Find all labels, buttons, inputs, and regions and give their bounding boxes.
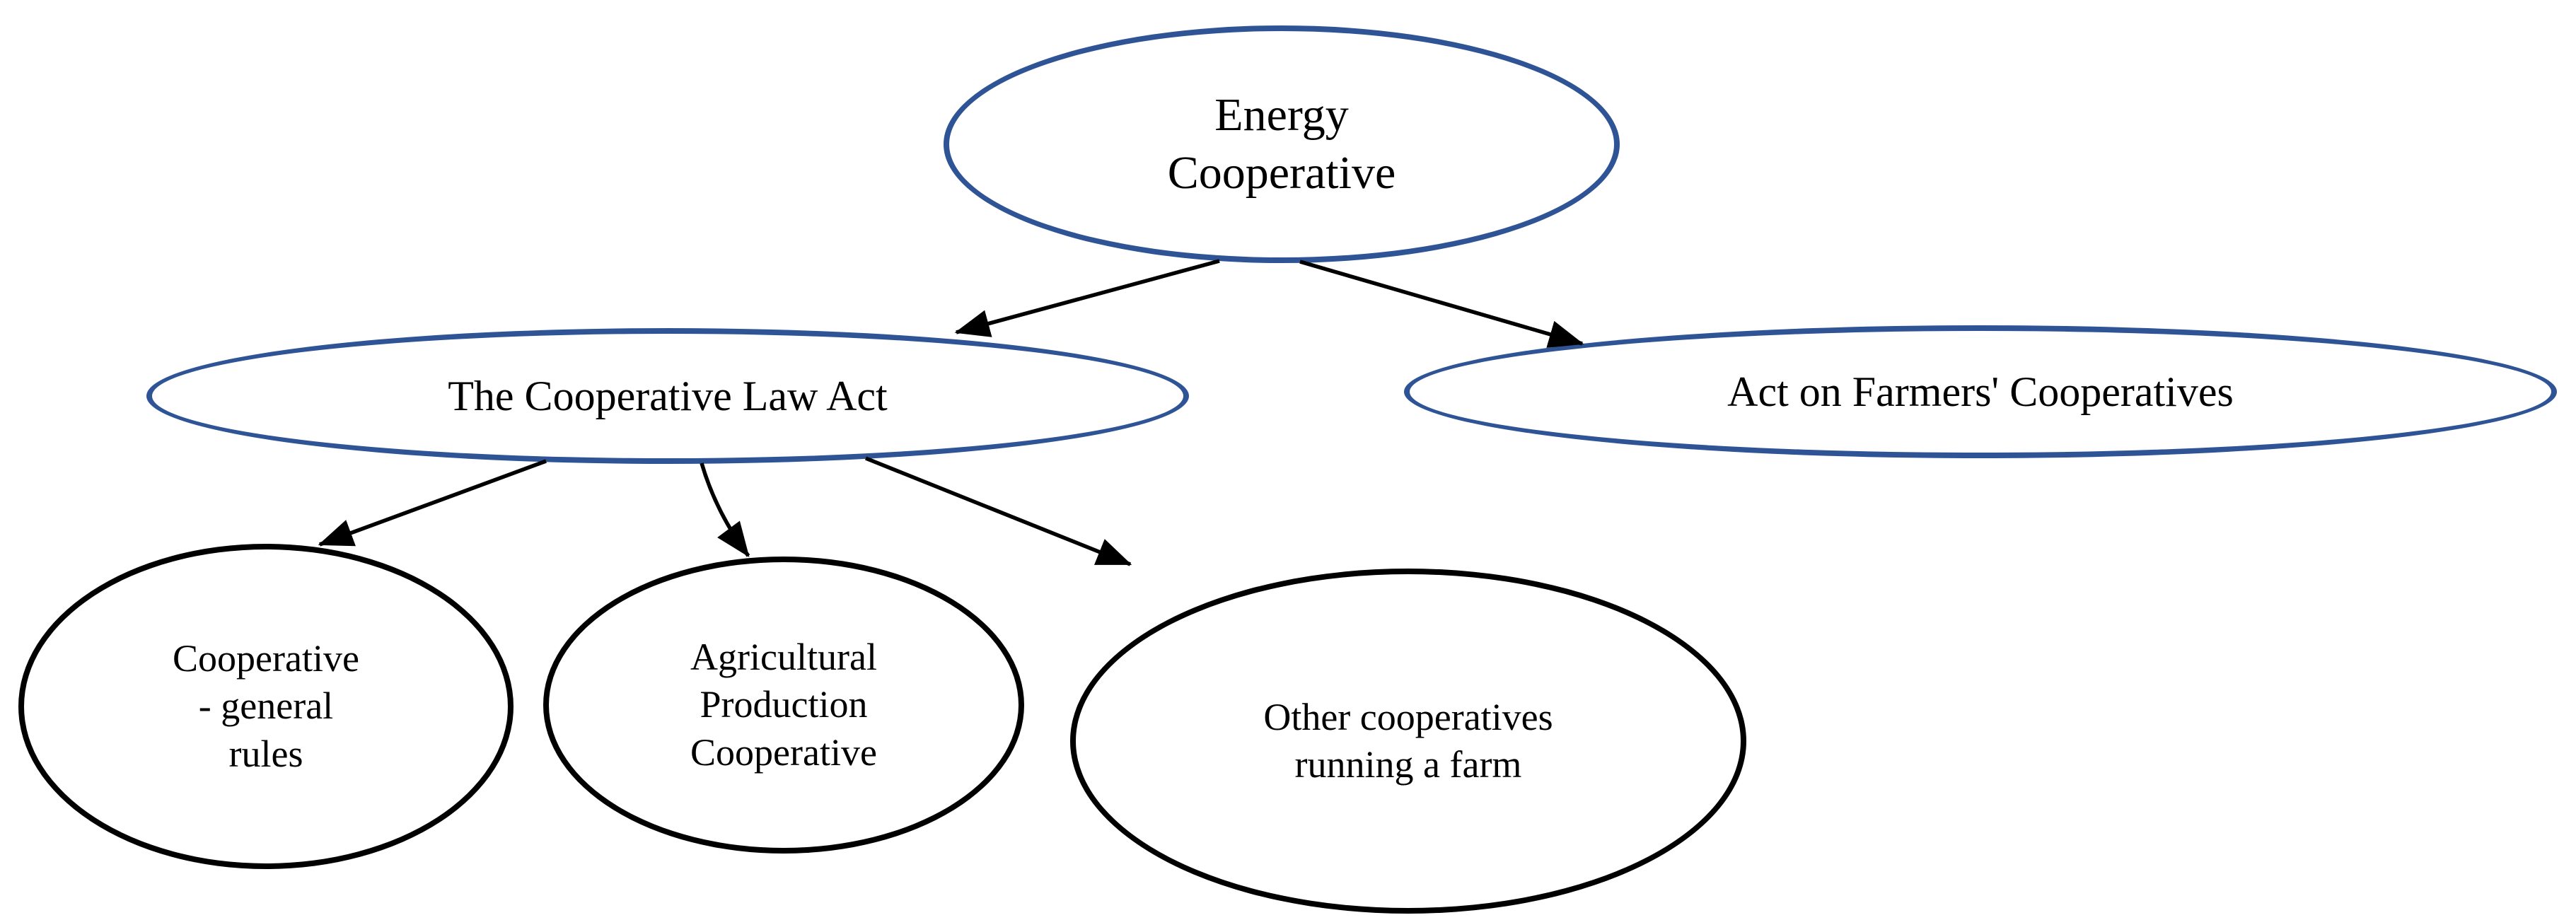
node-label-line: Energy [1214,88,1349,141]
node-cooperative-general-rules-label: Cooperative - general rules [173,635,359,779]
arrow-energy-to-cooperative-law [954,259,1220,337]
node-label-line: - general [198,685,334,728]
arrow-law-to-agricultural-production [700,462,750,557]
node-cooperative-general-rules: Cooperative - general rules [18,544,514,869]
node-energy-cooperative-label: Energy Cooperative [1168,86,1396,203]
node-label-line: running a farm [1294,743,1522,786]
arrow-law-to-general-rules [318,459,547,547]
node-label-line: Cooperative [690,730,877,774]
node-label-line: The Cooperative Law Act [448,372,888,419]
node-act-on-farmers-cooperatives-label: Act on Farmers' Cooperatives [1727,366,2234,419]
arrow-energy-to-farmers-cooperatives [1299,260,1584,348]
node-label-line: Other cooperatives [1263,695,1553,738]
node-agricultural-production-cooperative-label: Agricultural Production Cooperative [690,634,877,777]
node-label-line: Agricultural [690,635,877,678]
node-other-cooperatives-running-a-farm-label: Other cooperatives running a farm [1263,694,1553,789]
node-cooperative-law-act: The Cooperative Law Act [146,328,1189,464]
arrow-law-to-other-cooperatives [864,456,1132,566]
node-label-line: Production [700,683,868,726]
node-label-line: rules [228,732,303,775]
node-other-cooperatives-running-a-farm: Other cooperatives running a farm [1070,569,1746,914]
node-energy-cooperative: Energy Cooperative [944,25,1620,263]
node-cooperative-law-act-label: The Cooperative Law Act [448,370,887,423]
node-act-on-farmers-cooperatives: Act on Farmers' Cooperatives [1404,325,2557,458]
node-label-line: Act on Farmers' Cooperatives [1727,368,2234,415]
node-label-line: Cooperative [1167,147,1396,199]
node-label-line: Cooperative [173,636,359,680]
node-agricultural-production-cooperative: Agricultural Production Cooperative [543,557,1024,854]
